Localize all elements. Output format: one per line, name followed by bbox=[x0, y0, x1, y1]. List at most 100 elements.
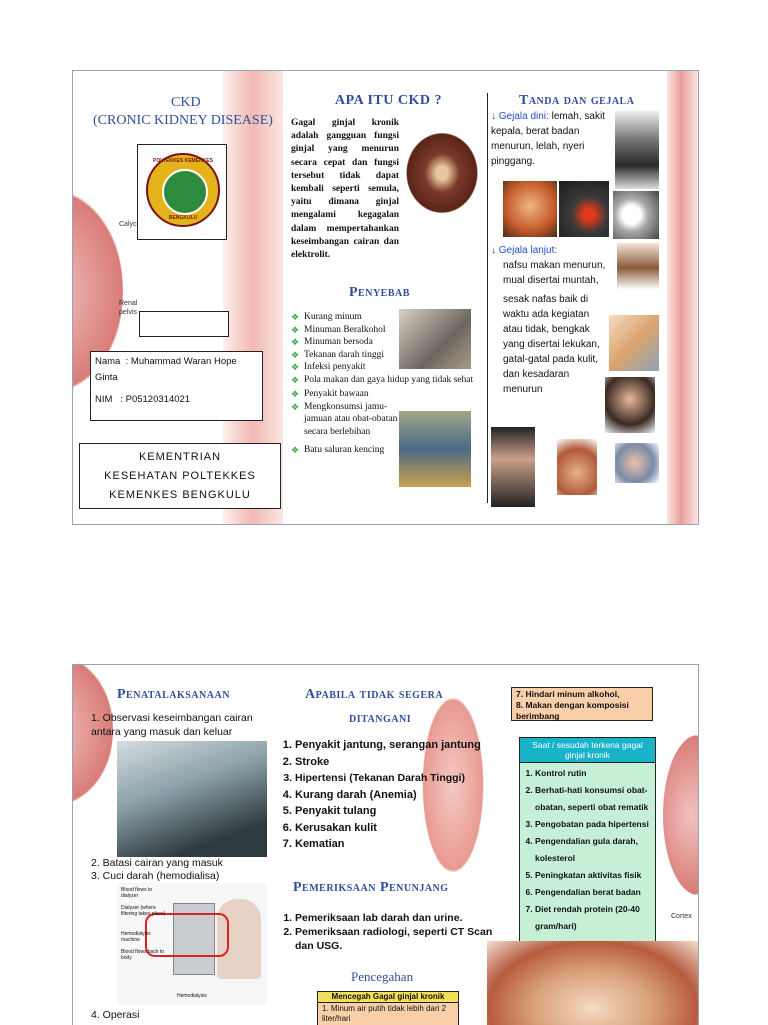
after-ckd-item: Kontrol rutin bbox=[535, 765, 655, 782]
apabila-item: Stroke bbox=[295, 754, 501, 771]
pencegahan-item-1: 1. Minum air putih tidak lebih dari 2 li… bbox=[322, 1004, 447, 1023]
penyebab-item: Tekanan darah tinggi bbox=[291, 349, 471, 362]
pemeriksaan-heading: Pemeriksaan Penunjang bbox=[293, 880, 449, 895]
penyebab-item: Batu saluran kencing bbox=[291, 444, 471, 457]
pencegahan-continued-box: 7. Hindari minum alkohol, 8. Makan denga… bbox=[511, 687, 653, 721]
apabila-item: Penyakit jantung, serangan jantung bbox=[295, 737, 501, 754]
institution-text: KEMENTRIAN KESEHATAN POLTEKKES KEMENKES … bbox=[104, 450, 256, 501]
nim-row: NIM : P05120314021 bbox=[95, 392, 258, 408]
brochure-page-1: Calyces Renal pelvis CKD (CRONIC KIDNEY … bbox=[72, 70, 699, 525]
pencegahan-item-8: 8. Makan dengan komposisi berimbang bbox=[516, 700, 629, 721]
brochure-page-2: Penatalaksanaan 1. Observasi keseimbanga… bbox=[72, 664, 699, 1025]
after-ckd-list: Kontrol rutin Berhati-hati konsumsi obat… bbox=[520, 763, 655, 935]
empty-label-box bbox=[139, 311, 229, 337]
logo-ring-text: POLTEKKES KEMENKES bbox=[153, 158, 213, 164]
apabila-item: Hipertensi (Tekanan Darah Tinggi) bbox=[295, 770, 501, 787]
headache-photo bbox=[503, 181, 557, 237]
student-info-box: Nama : Muhammad Waran Hope Ginta NIM : P… bbox=[90, 351, 263, 421]
nim-label: NIM bbox=[95, 394, 113, 405]
gejala-lanjut-label: Gejala lanjut: bbox=[498, 245, 558, 256]
tanda-gejala-heading: Tanda dan gejala bbox=[519, 93, 635, 108]
kidney-illustration-right bbox=[663, 735, 698, 895]
poltekkes-logo: POLTEKKES KEMENKES BENGKULU bbox=[146, 153, 220, 227]
kidney-photo bbox=[401, 127, 483, 219]
iv-fluid-photo bbox=[117, 741, 267, 857]
apabila-heading-line1: Apabila tidak segera bbox=[305, 687, 444, 702]
logo-inner-circle bbox=[162, 169, 208, 215]
hemodialysis-diagram: Blood flows to dialyzer Dialyzer (where … bbox=[117, 883, 267, 1005]
penyebab-item: Pola makan dan gaya hidup yang tidak seh… bbox=[291, 374, 479, 387]
gejala-dini-text: lemah, sakit kepala, berat badan menurun… bbox=[491, 111, 605, 167]
apabila-item: Kematian bbox=[295, 836, 501, 853]
diagram-label-renal-pelvis: Renal pelvis bbox=[119, 300, 138, 316]
name-row: Nama : Muhammad Waran Hope Ginta bbox=[95, 354, 258, 386]
apabila-heading-line2: ditangani bbox=[349, 711, 412, 726]
after-ckd-item: Pengendalian gula darah, kolesterol bbox=[535, 833, 655, 867]
after-ckd-item: Pengobatan pada hipertensi bbox=[535, 816, 655, 833]
penatalaksanaan-item-2: 2. Batasi cairan yang masuk bbox=[91, 857, 223, 869]
pemeriksaan-list: Pemeriksaan lab darah dan urine. Pemerik… bbox=[277, 911, 499, 953]
gejala-lanjut-text1: nafsu makan menurun, mual disertai munta… bbox=[503, 260, 606, 286]
tired-man-photo bbox=[615, 111, 659, 189]
heart-hands-photo bbox=[487, 941, 698, 1025]
gejala-lanjut-block: ↓ Gejala lanjut: nafsu makan menurun, mu… bbox=[491, 243, 611, 397]
blood-pressure-photo bbox=[399, 309, 471, 369]
pencegahan-box-title: Mencegah Gagal ginjal kronik bbox=[318, 992, 458, 1003]
pencegahan-heading: Pencegahan bbox=[351, 969, 414, 984]
breathless-photo bbox=[605, 377, 655, 433]
institution-box: KEMENTRIAN KESEHATAN POLTEKKES KEMENKES … bbox=[79, 443, 281, 509]
hd-label: Blood flows back to body bbox=[121, 949, 165, 961]
apabila-item: Penyakit tulang bbox=[295, 803, 501, 820]
logo-city-text: BENGKULU bbox=[168, 215, 198, 221]
herbal-seller-photo bbox=[399, 411, 471, 487]
penyebab-heading: Penyebab bbox=[349, 285, 410, 300]
after-ckd-item: Berhati-hati konsumsi obat-obatan, seper… bbox=[535, 782, 655, 816]
after-ckd-box: Saat / sesudah terkena gagal ginjal kron… bbox=[519, 737, 656, 943]
penatalaksanaan-item-3: 3. Cuci darah (hemodialisa) bbox=[91, 870, 220, 882]
apa-itu-ckd-body: Gagal ginjal kronik adalah gangguan fung… bbox=[291, 118, 399, 261]
apabila-list: Penyakit jantung, serangan jantung Strok… bbox=[277, 737, 501, 853]
penyebab-item: Penyakit bawaan bbox=[291, 388, 471, 401]
cover-title-long: (CRONIC KIDNEY DISEASE) bbox=[93, 113, 273, 128]
pencegahan-box: Mencegah Gagal ginjal kronik 1. Minum ai… bbox=[317, 991, 459, 1025]
pencegahan-item-7: 7. Hindari minum alkohol, bbox=[516, 689, 620, 699]
penatalaksanaan-item-1: 1. Observasi keseimbangan cairan antara … bbox=[91, 712, 253, 738]
penyebab-item: Mengkonsumsi jamu-jamuan atau obat-obata… bbox=[291, 401, 404, 439]
weight-scale-photo bbox=[613, 191, 659, 239]
arrow-icon: ↓ bbox=[491, 245, 496, 256]
pemeriksaan-item: Pemeriksaan radiologi, seperti CT Scan d… bbox=[295, 925, 499, 953]
cover-title-short: CKD bbox=[171, 95, 201, 110]
penatalaksanaan-item-4: 4. Operasi bbox=[91, 1009, 140, 1021]
gejala-dini-block: ↓ Gejala dini: lemah, sakit kepala, bera… bbox=[491, 109, 613, 169]
apabila-item: Kurang darah (Anemia) bbox=[295, 787, 501, 804]
no-appetite-photo bbox=[617, 243, 659, 305]
name-value: : Muhammad Waran Hope Ginta bbox=[95, 356, 237, 383]
hd-label: Hemodialysis bbox=[177, 993, 207, 999]
arrow-icon: ↓ bbox=[491, 111, 496, 122]
gejala-lanjut-title-row: ↓ Gejala lanjut: bbox=[491, 243, 611, 258]
hd-label: Blood flows to dialyzer bbox=[121, 887, 153, 899]
back-pain-photo bbox=[559, 181, 609, 237]
nim-value: : P05120314021 bbox=[120, 394, 191, 405]
penyebab-item: Kurang minum bbox=[291, 311, 471, 324]
after-ckd-item: Pengendalian berat badan bbox=[535, 884, 655, 901]
vomiting-photo bbox=[609, 315, 659, 371]
kidney-tube-decoration bbox=[667, 71, 698, 524]
blood-line bbox=[145, 913, 229, 957]
diagram-label-calyces: Calyces bbox=[119, 221, 144, 228]
kidney-background-image bbox=[418, 685, 488, 885]
after-ckd-item: Diet rendah protein (20-40 gram/hari) bbox=[535, 901, 655, 935]
swollen-foot-photo bbox=[557, 439, 597, 495]
gejala-dini-label: Gejala dini: bbox=[498, 111, 549, 122]
after-ckd-item: Peningkatan aktivitas fisik bbox=[535, 867, 655, 884]
hd-label: Hemodialysis machine bbox=[121, 931, 151, 943]
after-ckd-title: Saat / sesudah terkena gagal ginjal kron… bbox=[520, 738, 655, 763]
pemeriksaan-item: Pemeriksaan lab darah dan urine. bbox=[295, 911, 499, 925]
hands-photo bbox=[491, 427, 535, 507]
penatalaksanaan-heading: Penatalaksanaan bbox=[117, 687, 230, 702]
unconscious-photo bbox=[615, 443, 659, 483]
hemodialysis-machine-shape bbox=[173, 903, 215, 975]
apa-itu-ckd-heading: APA ITU CKD ? bbox=[335, 93, 442, 108]
logo-frame: POLTEKKES KEMENKES BENGKULU bbox=[137, 144, 227, 240]
name-label: Nama bbox=[95, 356, 121, 367]
